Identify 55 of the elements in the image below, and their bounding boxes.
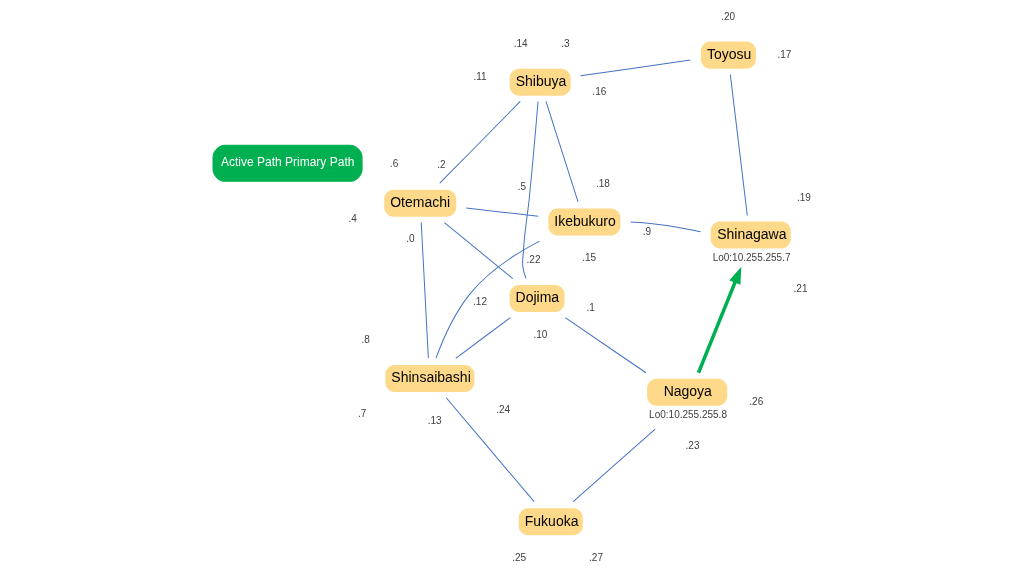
label: .24 (496, 404, 511, 416)
connector (465, 207, 539, 217)
connector (445, 397, 535, 503)
label: .27 (589, 551, 603, 563)
label: .21 (793, 282, 808, 294)
arrow (696, 266, 742, 374)
connector (564, 317, 647, 374)
label: .22 (526, 254, 541, 266)
node-box: Shinsaibashi (385, 364, 475, 392)
node-box: Fukuoka (518, 508, 583, 536)
label: .13 (427, 415, 442, 427)
label: .19 (797, 191, 811, 203)
label: .15 (582, 252, 597, 264)
connector (522, 101, 539, 279)
node-box: Toyosu (700, 41, 756, 69)
connector (729, 74, 748, 216)
label: .12 (473, 296, 487, 308)
node-box: Dojima (509, 285, 565, 313)
label: .14 (513, 38, 528, 49)
label: .4 (348, 213, 357, 225)
label: .1 (586, 302, 595, 314)
label: .6 (389, 158, 399, 170)
connector (420, 221, 429, 359)
label: .0 (406, 233, 415, 245)
node-label: Lo0:10.255.255.8 (649, 408, 727, 420)
connector (435, 240, 541, 359)
connector (630, 221, 702, 233)
node-label: Lo0:10.255.255.7 (712, 251, 791, 263)
label: .7 (358, 408, 367, 420)
connector (572, 428, 656, 503)
label: .5 (517, 180, 526, 192)
connector (455, 317, 511, 359)
node-box: Shinagawa (710, 221, 791, 249)
connector (443, 222, 514, 280)
connector (580, 59, 691, 77)
node-box: Otemachi (384, 189, 457, 217)
label: .9 (642, 226, 652, 238)
label: .2 (437, 158, 446, 170)
connector (439, 100, 521, 184)
label: .11 (473, 71, 487, 83)
connector (545, 100, 579, 203)
label: .17 (777, 49, 792, 61)
label: .26 (749, 396, 764, 408)
label: .23 (685, 439, 700, 451)
label: .16 (592, 85, 607, 97)
node-box: Active Path Primary Path (212, 144, 363, 182)
node-box: Ikebukuro (548, 208, 621, 236)
label: .3 (561, 38, 570, 50)
label: .10 (533, 329, 548, 341)
label: .20 (721, 11, 736, 23)
label: .25 (512, 551, 527, 563)
label: .8 (361, 334, 370, 346)
node-box: Shibuya (509, 68, 571, 96)
node-box: Nagoya (647, 378, 728, 406)
label: .18 (596, 177, 610, 189)
